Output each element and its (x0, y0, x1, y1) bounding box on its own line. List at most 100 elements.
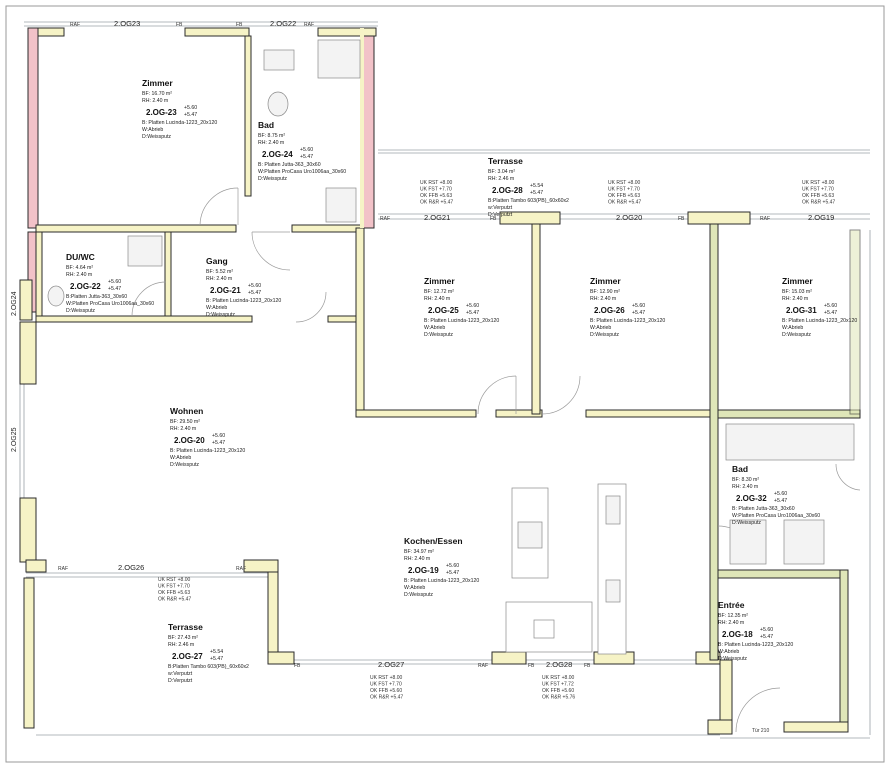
room-code: 2.OG-24 (262, 150, 293, 159)
window-tag-og21: 2.OG21 (424, 213, 450, 222)
room-name: DU/WC (66, 252, 95, 262)
window-tag-fb: FB (294, 663, 301, 669)
room-area: BF: 27.43 m² (168, 635, 198, 641)
room-area: BF: 4.64 m² (66, 265, 93, 271)
room-area: BF: 8.75 m² (258, 133, 285, 139)
toilet (267, 91, 289, 117)
window-tag-fb: FB (176, 22, 183, 28)
room-height: RH: 2.40 m (732, 484, 758, 490)
level-line: UK RST +8.00 (542, 675, 575, 681)
room-name: Terrasse (488, 156, 523, 166)
room-code: 2.OG-32 (736, 494, 767, 503)
room-ceiling: D:Verputzt (488, 212, 513, 218)
room-level-top: +5.60 (824, 303, 837, 309)
room-wall: W:Abrieb (142, 127, 163, 133)
room-code: 2.OG-28 (492, 186, 523, 195)
room-level-top: +5.60 (108, 279, 121, 285)
room-level-top: +5.60 (248, 283, 261, 289)
room-floor: B:Platten Tambo 603(PB)_60x60x2 (488, 198, 569, 204)
room-ceiling: D:Weissputz (424, 332, 453, 338)
room-level-top: +5.60 (760, 627, 773, 633)
room-name: Zimmer (424, 276, 455, 286)
window-tag-og23: 2.OG23 (114, 19, 140, 28)
washbasin-right (729, 519, 767, 565)
level-line: OK R&R +5.76 (542, 695, 575, 701)
window-tag-raf: RAF (70, 22, 80, 28)
room-area: BF: 12.72 m² (424, 289, 454, 295)
room-code: 2.OG-26 (594, 306, 625, 315)
window-tag-og22: 2.OG22 (270, 19, 296, 28)
room-area: BF: 5.52 m² (206, 269, 233, 275)
room-name: Zimmer (590, 276, 621, 286)
room-name: Terrasse (168, 622, 203, 632)
toilet-du (47, 285, 65, 307)
window-tag-og20: 2.OG20 (616, 213, 642, 222)
level-line: OK FFB +5.63 (158, 590, 190, 596)
room-name: Zimmer (142, 78, 173, 88)
room-name: Bad (732, 464, 748, 474)
room-area: BF: 34.97 m² (404, 549, 434, 555)
room-area: BF: 12.35 m² (718, 613, 748, 619)
room-wall: W:Abrieb (718, 649, 739, 655)
room-area: BF: 12.90 m² (590, 289, 620, 295)
room-ceiling: D:Weissputz (258, 176, 287, 182)
room-floor: B: Platten Jutta-363_30x60 (732, 506, 795, 512)
room-wall: w:Verputzt (168, 671, 193, 677)
washbasin (263, 49, 295, 71)
room-floor: B: Platten Lucinda-1223_20x120 (424, 318, 499, 324)
room-level-bottom: +5.47 (248, 290, 261, 296)
level-line: OK FFB +5.63 (802, 193, 834, 199)
room-floor: B: Platten Lucinda-1223_20x120 (206, 298, 281, 304)
room-wall: W:Abrieb (424, 325, 445, 331)
window-tag-raf: RAF (478, 663, 488, 669)
room-area: BF: 8.30 m² (732, 477, 759, 483)
shower-right (783, 519, 825, 565)
level-line: UK RST +8.00 (802, 180, 835, 186)
level-line: OK FFB +5.60 (370, 688, 402, 694)
room-height: RH: 2.40 m (782, 296, 808, 302)
room-ceiling: D:Weissputz (732, 520, 761, 526)
room-ceiling: D:Weissputz (206, 312, 235, 318)
room-wall: W:Abrieb (206, 305, 227, 311)
room-floor: B: Platten Jutta-363_30x60 (258, 162, 321, 168)
level-line: UK RST +8.00 (420, 180, 453, 186)
window-tag-fb: FB (584, 663, 591, 669)
window-tag-fb: FB (528, 663, 535, 669)
room-level-bottom: +5.47 (530, 190, 543, 196)
page-frame (5, 5, 885, 763)
bathtub (725, 423, 855, 461)
room-height: RH: 2.40 m (718, 620, 744, 626)
room-area: BF: 3.04 m² (488, 169, 515, 175)
room-level-top: +5.54 (530, 183, 543, 189)
room-name: Zimmer (782, 276, 813, 286)
room-level-top: +5.60 (184, 105, 197, 111)
room-wall: W:Platten ProCasa Uro1006aa_30x60 (258, 169, 346, 175)
room-code: 2.OG-27 (172, 652, 203, 661)
window-tag-raf: RAF (236, 566, 246, 572)
level-line: OK R&R +5.47 (420, 200, 453, 206)
wall-red-left (27, 27, 39, 229)
window-tag-og26: 2.OG26 (118, 563, 144, 572)
window-tag-og28: 2.OG28 (546, 660, 572, 669)
door-swings (131, 187, 861, 733)
room-height: RH: 2.40 m (170, 426, 196, 432)
window-tag-og25: 2.OG25 (11, 427, 18, 452)
window-tag-fb: FB (678, 216, 685, 222)
level-line: OK FFB +5.60 (542, 688, 574, 694)
room-code: 2.OG-20 (174, 436, 205, 445)
level-line: UK RST +8.00 (158, 577, 191, 583)
shower (317, 39, 361, 79)
kitchen-counter (597, 483, 627, 655)
